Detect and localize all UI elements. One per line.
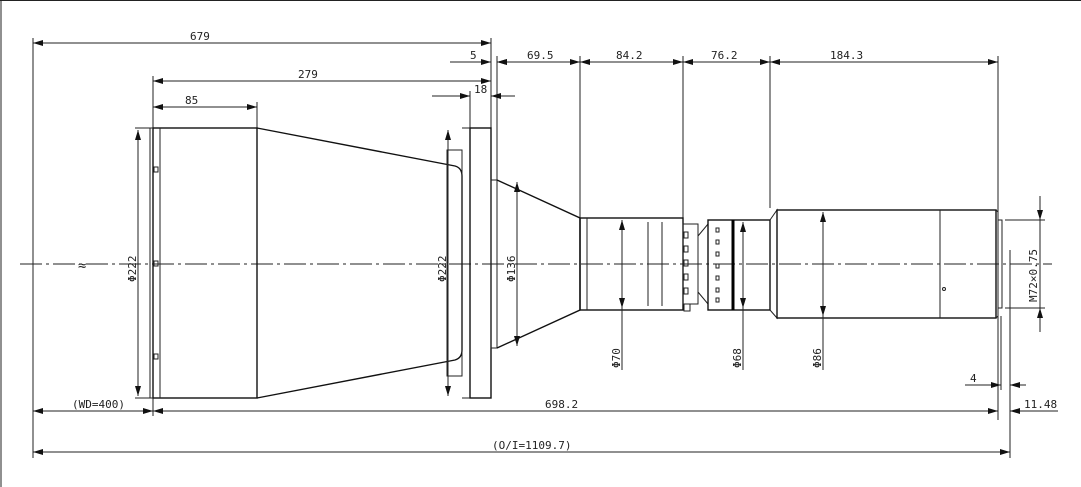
dimension-279: 279 xyxy=(153,68,491,84)
dimension-wd: (WD=400) xyxy=(33,398,153,414)
svg-text:679: 679 xyxy=(190,30,210,43)
svg-text:76.2: 76.2 xyxy=(711,49,738,62)
svg-text:69.5: 69.5 xyxy=(527,49,554,62)
svg-text:Φ222: Φ222 xyxy=(126,256,139,283)
dimension-679: 679 xyxy=(33,30,491,46)
svg-text:84.2: 84.2 xyxy=(616,49,643,62)
svg-text:(WD=400): (WD=400) xyxy=(72,398,125,411)
dimension-back-focus: 11.48 xyxy=(1010,398,1058,414)
dimension-698: 698.2 xyxy=(153,398,998,414)
svg-text:698.2: 698.2 xyxy=(545,398,578,411)
dimension-5: 5 xyxy=(450,49,520,65)
svg-text:(O/I=1109.7): (O/I=1109.7) xyxy=(492,439,571,452)
svg-text:184.3: 184.3 xyxy=(830,49,863,62)
dimension-oi: (O/I=1109.7) xyxy=(33,439,1010,455)
svg-text:Φ70: Φ70 xyxy=(610,348,623,368)
svg-text:4: 4 xyxy=(970,372,977,385)
dimension-85: 85 xyxy=(153,94,257,110)
svg-text:18: 18 xyxy=(474,83,487,96)
dimension-18: 18 xyxy=(432,83,515,99)
lens-body xyxy=(135,127,1003,399)
diameter-dims: Φ222 Φ222 Φ136 Φ70 Φ68 Φ86 xyxy=(126,130,826,396)
svg-text:Φ86: Φ86 xyxy=(811,348,824,368)
break-symbol: ≈ xyxy=(78,258,86,274)
svg-text:279: 279 xyxy=(298,68,318,81)
svg-text:5: 5 xyxy=(470,49,477,62)
dimension-segments: 69.5 84.2 76.2 184.3 xyxy=(497,49,998,65)
svg-text:Φ68: Φ68 xyxy=(731,348,744,368)
thread-dim: M72×0.75 xyxy=(1027,196,1043,332)
svg-text:85: 85 xyxy=(185,94,198,107)
dimension-4: 4 xyxy=(965,372,1026,388)
svg-text:Φ136: Φ136 xyxy=(505,256,518,283)
svg-text:Φ222: Φ222 xyxy=(436,256,449,283)
svg-text:11.48: 11.48 xyxy=(1024,398,1057,411)
svg-text:M72×0.75: M72×0.75 xyxy=(1027,249,1040,302)
